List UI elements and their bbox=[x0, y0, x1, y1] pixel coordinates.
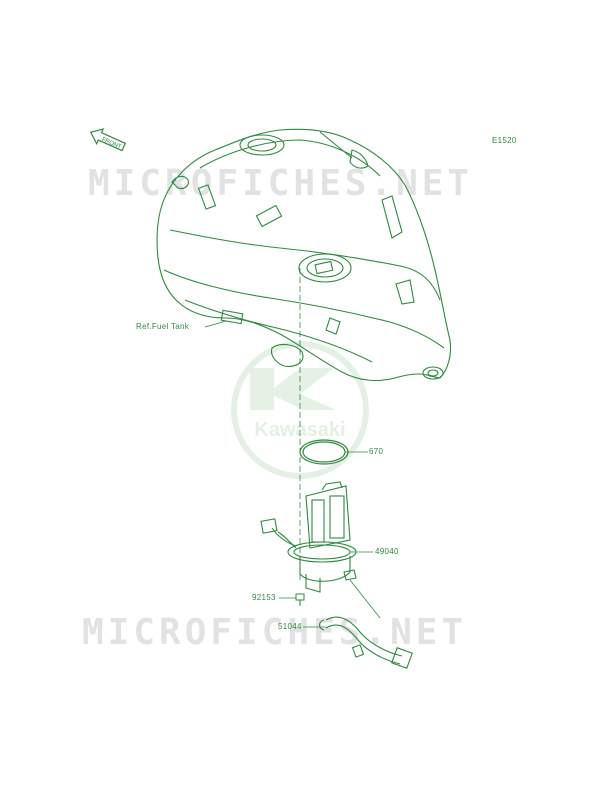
front-arrow-label: FRONT bbox=[101, 137, 123, 151]
callout-fuel-pump: 49040 bbox=[375, 547, 399, 556]
callout-bolt: 92153 bbox=[252, 593, 276, 602]
callout-fuel-tank: Ref.Fuel Tank bbox=[136, 322, 190, 331]
watermark-text-top: MICROFICHES.NET bbox=[88, 163, 474, 204]
callout-o-ring: 670 bbox=[369, 447, 384, 456]
fuel-tank-drawing bbox=[156, 128, 452, 382]
callout-hose: 51044 bbox=[278, 622, 302, 631]
leader-lines bbox=[204, 320, 381, 628]
o-ring-drawing bbox=[299, 439, 349, 465]
hose-drawing bbox=[318, 616, 413, 669]
fuel-pump-drawing bbox=[260, 481, 357, 593]
bolt-drawing bbox=[295, 593, 305, 606]
diagram-code: E1520 bbox=[492, 136, 517, 145]
watermark-text-bottom: MICROFICHES.NET bbox=[82, 612, 468, 653]
front-arrow-icon: FRONT bbox=[89, 128, 127, 152]
